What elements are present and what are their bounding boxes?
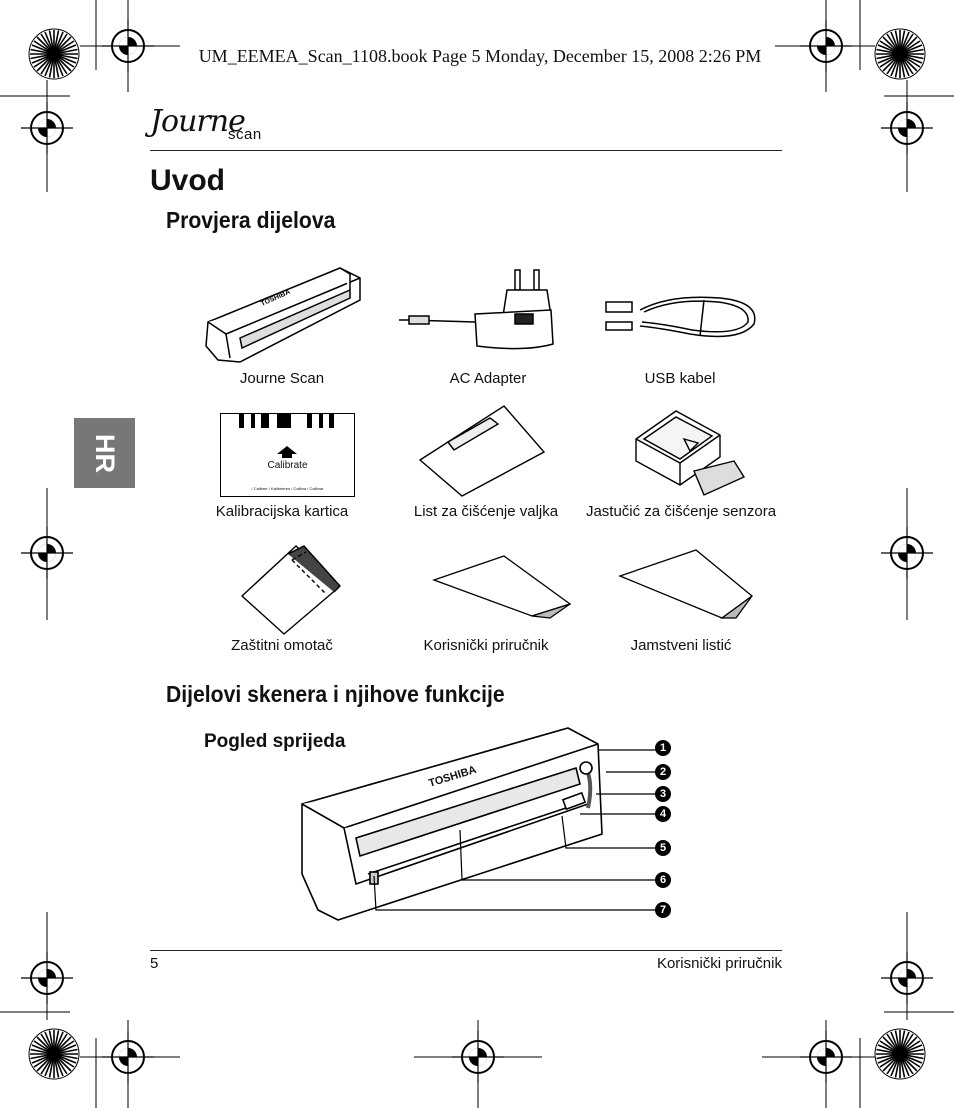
caption-sensor-pad: Jastučić za čišćenje senzora xyxy=(585,503,777,520)
logo-sub: scan xyxy=(228,126,262,143)
callout-1: 1 xyxy=(655,740,671,756)
callout-2: 2 xyxy=(655,764,671,780)
caption-warranty: Jamstveni listić xyxy=(630,637,732,654)
caption-journe-scan: Journe Scan xyxy=(239,370,325,387)
card-barcode-graphic xyxy=(239,414,334,458)
header-rule xyxy=(150,150,782,151)
caption-calibration-card: Kalibracijska kartica xyxy=(215,503,349,520)
card-fine-print: / Calibrer / Kalibrieren / Calibra / Cal… xyxy=(251,486,324,491)
caption-sleeve: Zaštitni omotač xyxy=(231,637,333,654)
scanner-front-view-diagram xyxy=(301,727,603,921)
page-title: Uvod xyxy=(150,164,225,197)
card-calibrate-text: Calibrate xyxy=(267,460,308,471)
callout-4: 4 xyxy=(655,806,671,822)
footer-doc-name: Korisnički priručnik xyxy=(656,955,782,972)
page-number: 5 xyxy=(150,955,159,972)
footer-rule xyxy=(150,950,782,951)
caption-ac-adapter: AC Adapter xyxy=(449,370,527,387)
sensor-cleaning-pad-icon xyxy=(635,410,746,496)
section-heading-scanner-parts: Dijelovi skenera i njihove funkcije xyxy=(166,681,505,707)
callout-7: 7 xyxy=(655,902,671,918)
protective-sleeve-icon xyxy=(240,545,341,635)
logo-script: Journe xyxy=(150,104,246,139)
callout-6: 6 xyxy=(655,872,671,888)
caption-manual: Korisnički priručnik xyxy=(423,637,549,654)
print-header: UM_EEMEA_Scan_1108.book Page 5 Monday, D… xyxy=(198,46,762,66)
section-heading-parts: Provjera dijelova xyxy=(166,207,336,233)
caption-roller-sheet: List za čišćenje valjka xyxy=(413,503,559,520)
callout-3: 3 xyxy=(655,786,671,802)
language-tab: HR xyxy=(74,418,135,488)
usb-cable-icon xyxy=(605,296,756,338)
calibration-card-icon: Calibrate / Calibrer / Kalibrieren / Cal… xyxy=(220,413,355,497)
roller-cleaning-sheet-icon xyxy=(418,405,546,497)
ac-adapter-icon xyxy=(399,269,554,350)
scanner-icon: TOSHIBA xyxy=(205,267,361,363)
callout-leader-lines xyxy=(373,749,656,911)
callout-5: 5 xyxy=(655,840,671,856)
subheading-front-view: Pogled sprijeda xyxy=(204,731,346,752)
user-manual-icon xyxy=(432,555,572,619)
caption-usb-cable: USB kabel xyxy=(644,370,716,387)
warranty-leaflet-icon xyxy=(618,549,754,619)
